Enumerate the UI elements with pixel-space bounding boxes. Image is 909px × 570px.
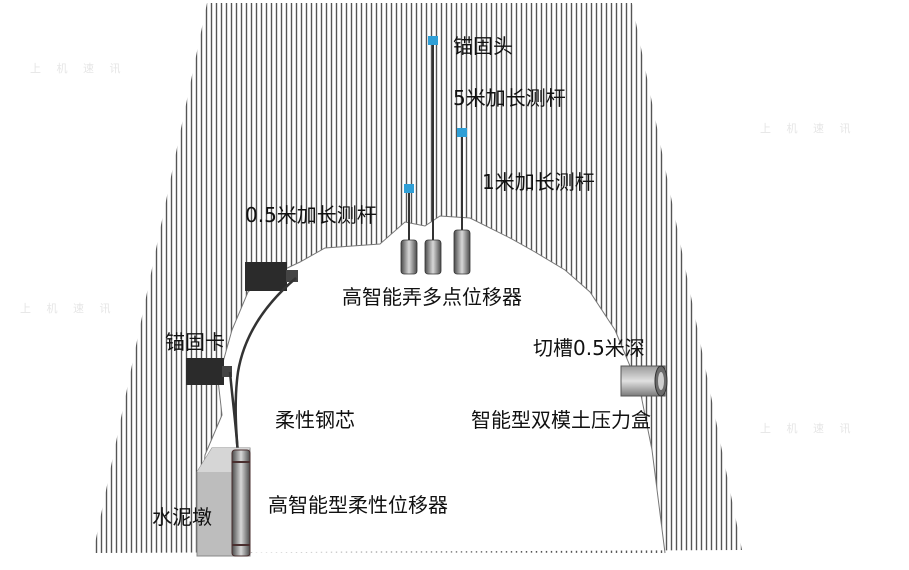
anchor-head-05m-icon (404, 184, 414, 193)
label-multipoint-displacement-meter: 高智能弄多点位移器 (342, 285, 522, 309)
watermark-text: 上 机 速 讯 (760, 122, 857, 135)
label-rod-1m: 1米加长测杆 (482, 170, 595, 194)
anchor-head-5m-icon (428, 36, 438, 45)
anchor-clamp-lower-tab (222, 366, 232, 377)
watermark-text: 上 机 速 讯 (760, 422, 857, 435)
label-rod-05m: 0.5米加长测杆 (245, 203, 377, 227)
anchor-head-1m-icon (457, 128, 467, 137)
label-groove: 切槽0.5米深 (533, 336, 645, 360)
watermark-text: 上 机 速 讯 (20, 302, 117, 315)
label-anchor-clamp: 锚固卡 (165, 330, 225, 354)
label-rod-5m: 5米加长测杆 (453, 86, 566, 110)
label-pressure-cell: 智能型双模土压力盒 (471, 408, 651, 432)
label-flexible-steel-core: 柔性钢芯 (275, 408, 355, 432)
watermark-text: 上 机 速 讯 (30, 62, 127, 75)
multipoint-displacement-meter (400, 229, 471, 275)
rock-mass (93, 3, 742, 553)
label-flexible-displacement-meter: 高智能型柔性位移器 (268, 493, 448, 517)
anchor-clamp-lower (186, 358, 224, 385)
anchor-clamp-upper (245, 262, 287, 291)
flexible-steel-core-cable-2 (228, 371, 240, 456)
label-cement-pier: 水泥墩 (152, 505, 212, 529)
label-anchor-head: 锚固头 (453, 34, 513, 58)
tunnel-outline (196, 215, 666, 554)
pressure-cell-face-inner (658, 372, 664, 390)
flexible-displacement-meter (231, 449, 251, 557)
